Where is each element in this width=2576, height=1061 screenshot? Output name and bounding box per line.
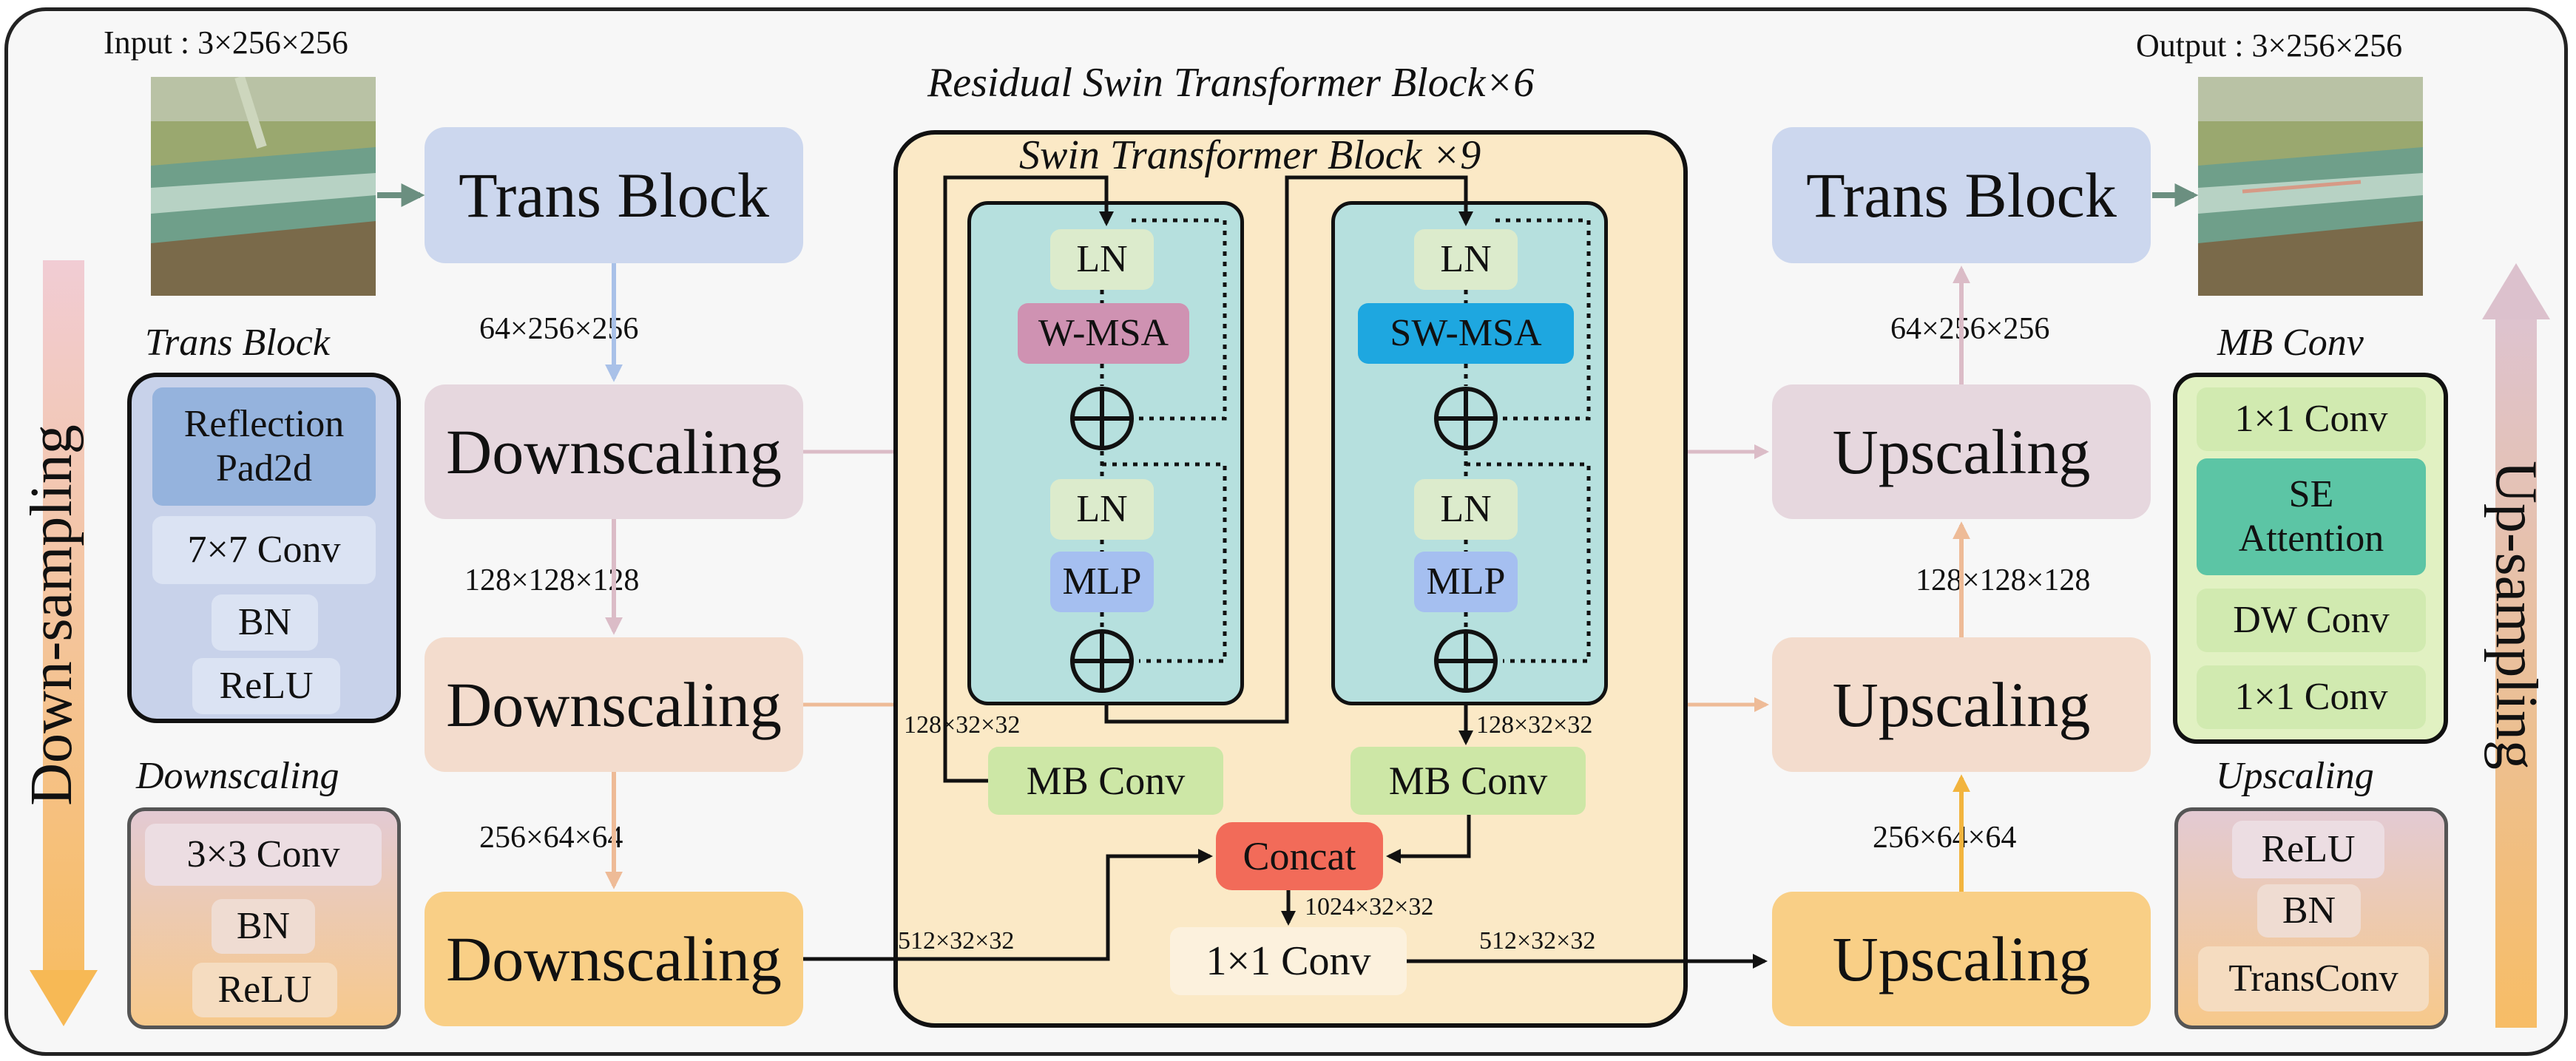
legend-mb-item-dwconv: DW Conv — [2197, 589, 2426, 652]
rstb-dim-left-branch: 128×32×32 — [904, 711, 1021, 739]
decoder-upscaling-2: Upscaling — [1772, 637, 2151, 772]
right-add-icon-1 — [1434, 387, 1498, 450]
decoder-trans-block: Trans Block — [1772, 127, 2151, 263]
rstb-dim-right-branch: 128×32×32 — [1476, 711, 1593, 739]
rstb-title: Residual Swin Transformer Block×6 — [927, 60, 1535, 106]
rstb-mb-conv-right: MB Conv — [1350, 747, 1586, 815]
right-add-icon-2 — [1434, 629, 1498, 693]
decoder-dim-3: 256×64×64 — [1873, 821, 2017, 855]
legend-down-item-relu: ReLU — [192, 963, 337, 1017]
decoder-upscaling-3: Upscaling — [1772, 892, 2151, 1026]
swin-title: Swin Transformer Block ×9 — [1019, 132, 1481, 178]
legend-mb-item-se-attention: SE Attention — [2197, 458, 2426, 575]
up-sampling-arrow-head-icon — [2482, 263, 2550, 319]
left-w-msa: W-MSA — [1018, 303, 1189, 364]
encoder-downscaling-1: Downscaling — [425, 384, 803, 519]
input-leaf-image — [151, 77, 376, 296]
down-sampling-arrow-head-icon — [30, 970, 98, 1026]
legend-downscaling-title: Downscaling — [136, 755, 339, 797]
right-ln-1: LN — [1414, 229, 1518, 290]
encoder-dim-2: 128×128×128 — [464, 563, 640, 597]
rstb-concat: Concat — [1216, 822, 1383, 890]
legend-trans-item-conv: 7×7 Conv — [152, 516, 376, 584]
output-label: Output : 3×256×256 — [2136, 27, 2403, 64]
legend-up-item-bn: BN — [2257, 884, 2361, 938]
legend-up-item-transconv: TransConv — [2198, 946, 2429, 1011]
right-sw-msa: SW-MSA — [1358, 303, 1574, 364]
output-leaf-image — [2198, 77, 2423, 296]
legend-upscaling-title: Upscaling — [2216, 755, 2374, 797]
rstb-mb-conv-left: MB Conv — [988, 747, 1223, 815]
down-sampling-arrow-icon — [43, 260, 84, 970]
legend-mb-conv-title: MB Conv — [2217, 322, 2364, 364]
legend-trans-item-relu: ReLU — [192, 658, 340, 714]
left-add-icon-2 — [1070, 629, 1134, 693]
mb-right-to-concat — [1386, 815, 1471, 864]
left-ln-2: LN — [1050, 479, 1154, 540]
legend-mb-item-conv1: 1×1 Conv — [2197, 387, 2426, 451]
up-sampling-arrow-icon — [2495, 318, 2537, 1028]
rstb-dim-out: 512×32×32 — [1479, 927, 1596, 955]
legend-trans-item-bn: BN — [212, 594, 318, 651]
bottleneck-to-concat — [803, 849, 1213, 961]
legend-trans-item-reflection: Reflection Pad2d — [152, 387, 376, 506]
encoder-trans-block: Trans Block — [425, 127, 803, 263]
left-ln-1: LN — [1050, 229, 1154, 290]
decoder-dim-2: 128×128×128 — [1916, 563, 2091, 597]
rstb-dim-concat-out: 1024×32×32 — [1305, 893, 1434, 921]
left-mlp: MLP — [1050, 552, 1154, 612]
left-add-icon-1 — [1070, 387, 1134, 450]
encoder-downscaling-2: Downscaling — [425, 637, 803, 772]
right-internal-dotted — [1464, 218, 1591, 663]
right-ln-2: LN — [1414, 479, 1518, 540]
legend-trans-block-title: Trans Block — [145, 322, 330, 364]
rstb-conv1x1: 1×1 Conv — [1170, 927, 1407, 995]
loop-right-in — [1104, 175, 1473, 724]
left-internal-dotted — [1100, 218, 1227, 663]
encoder-downscaling-3: Downscaling — [425, 892, 803, 1026]
legend-down-item-conv: 3×3 Conv — [145, 824, 382, 886]
rstb-dim-skip-in: 512×32×32 — [898, 927, 1015, 955]
input-label: Input : 3×256×256 — [104, 24, 348, 61]
legend-down-item-bn: BN — [212, 899, 315, 954]
encoder-dim-3: 256×64×64 — [479, 821, 623, 855]
loop-left-in — [943, 175, 1114, 783]
right-mlp: MLP — [1414, 552, 1518, 612]
legend-up-item-relu: ReLU — [2232, 821, 2384, 878]
legend-mb-item-conv2: 1×1 Conv — [2197, 665, 2426, 729]
decoder-dim-1: 64×256×256 — [1890, 312, 2050, 346]
decoder-upscaling-1: Upscaling — [1772, 384, 2151, 519]
